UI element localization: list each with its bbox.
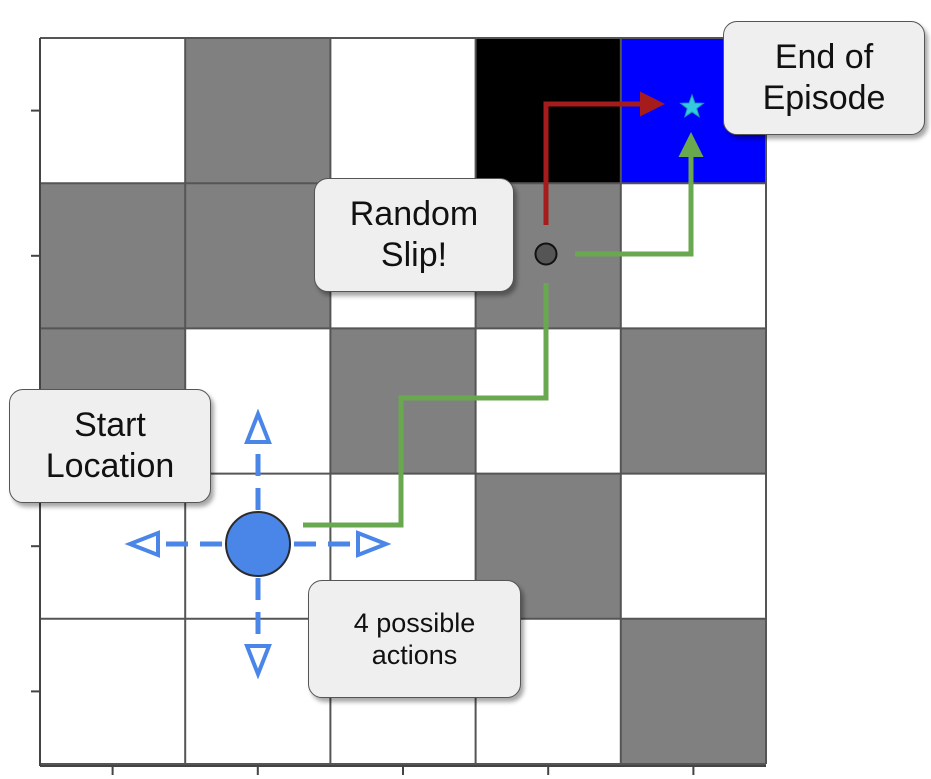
grid-cell	[40, 38, 186, 184]
grid-cell	[185, 38, 331, 184]
grid-cell	[40, 183, 186, 329]
end-of-episode-callout: End of Episode	[723, 21, 925, 135]
random-slip-callout: Random Slip!	[314, 178, 514, 292]
intended-path-upper	[575, 132, 704, 257]
callout-line: Slip!	[380, 236, 448, 274]
callout-line: End of	[774, 38, 874, 77]
grid-cell	[185, 183, 331, 329]
grid-cell	[620, 473, 766, 619]
callout-line: Episode	[762, 79, 886, 117]
grid-lines	[39, 37, 767, 765]
callout-line: Random	[349, 195, 479, 234]
callout-line: 4 possible	[353, 607, 476, 638]
grid-cell	[185, 618, 331, 764]
start-location-callout: Start Location	[9, 389, 211, 503]
arrowhead-down-icon	[244, 644, 272, 680]
action-arrows	[156, 438, 356, 648]
grid-cell	[40, 618, 186, 764]
intended-path-lower	[303, 283, 549, 528]
slip-path	[543, 91, 665, 225]
star-icon	[679, 93, 705, 118]
callout-line: Location	[45, 447, 175, 485]
arrowhead-up-icon	[244, 408, 272, 444]
arrowhead-left-icon	[124, 530, 160, 558]
circle-icon	[225, 511, 291, 577]
grid-cell	[330, 38, 476, 184]
possible-actions-callout: 4 possible actions	[308, 580, 521, 698]
grid-cell	[620, 618, 766, 764]
action-arrowheads	[124, 408, 392, 680]
dot-icon	[534, 242, 558, 266]
callout-line: actions	[371, 640, 458, 670]
arrowhead-right-icon	[356, 530, 392, 558]
grid-cell	[620, 328, 766, 474]
callout-line: Start	[74, 406, 146, 445]
